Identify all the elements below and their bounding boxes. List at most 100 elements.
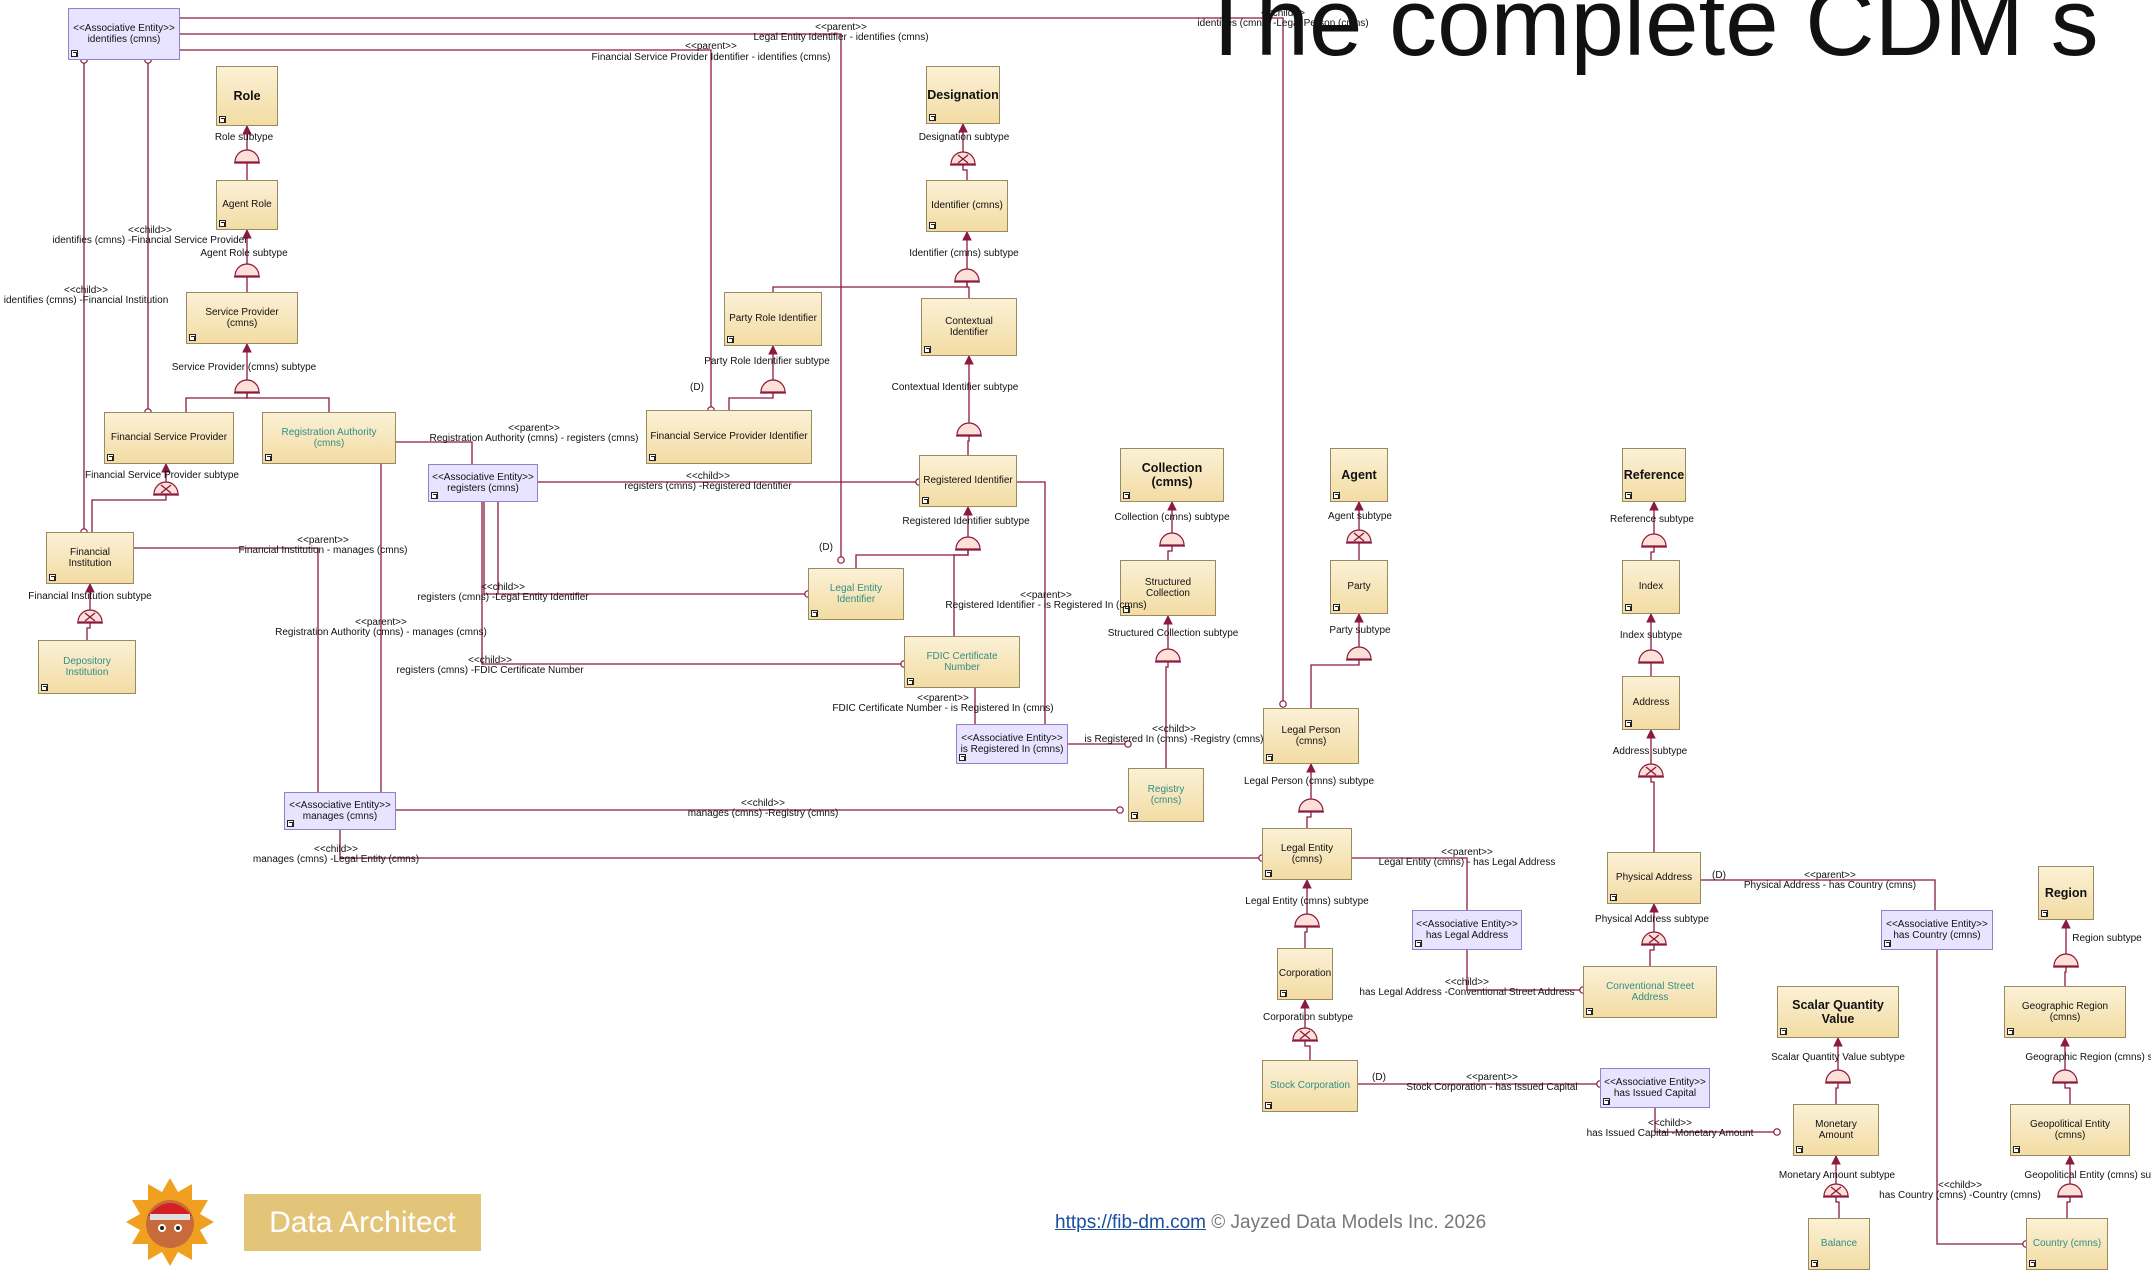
entity-label: Geographic Region (cmns) xyxy=(2021,1000,2109,1024)
entity-balance[interactable]: Balance xyxy=(1808,1218,1870,1270)
entity-country-cmns[interactable]: Country (cmns) xyxy=(2026,1218,2108,1270)
entity-reference[interactable]: Reference xyxy=(1622,448,1686,502)
entity-fdic-certificate-number[interactable]: FDIC Certificate Number xyxy=(904,636,1020,688)
entity-collection-cmns[interactable]: Collection (cmns) xyxy=(1120,448,1224,502)
entity-label: <<Associative Entity>> has Legal Address xyxy=(1416,918,1518,942)
arrow-head-icon xyxy=(1354,500,1364,511)
link-shortcut-icon xyxy=(924,346,931,353)
entity-label: Geopolitical Entity (cmns) xyxy=(2029,1118,2111,1142)
entity-label: Legal Entity (cmns) xyxy=(1280,842,1334,866)
link-shortcut-icon xyxy=(727,336,734,343)
relationship-label: Geopolitical Entity (cmns) subtype xyxy=(2024,1170,2151,1181)
entity-address[interactable]: Address xyxy=(1622,676,1680,730)
relationship-label: Geographic Region (cmns) subtype xyxy=(2025,1052,2151,1063)
relationship-label: <<child>> xyxy=(481,582,525,593)
connector-line xyxy=(967,436,970,455)
footer-link[interactable]: https://fib-dm.com xyxy=(1055,1212,1206,1233)
entity-assoc-identifies-cmns[interactable]: <<Associative Entity>> identifies (cmns) xyxy=(68,8,180,60)
entity-financial-institution[interactable]: Financial Institution xyxy=(46,532,134,584)
link-shortcut-icon xyxy=(1603,1098,1610,1105)
link-shortcut-icon xyxy=(219,220,226,227)
entity-conventional-street-address[interactable]: Conventional Street Address xyxy=(1583,966,1717,1018)
relationship-label: Financial Institution - manages (cmns) xyxy=(238,545,408,556)
relationship-label: Agent subtype xyxy=(1328,511,1392,522)
entity-assoc-registers-cmns[interactable]: <<Associative Entity>> registers (cmns) xyxy=(428,464,538,502)
arrow-head-icon xyxy=(1649,500,1659,511)
entity-registry-cmns[interactable]: Registry (cmns) xyxy=(1128,768,1204,822)
entity-legal-person-cmns[interactable]: Legal Person (cmns) xyxy=(1263,708,1359,764)
entity-assoc-has-legal-address[interactable]: <<Associative Entity>> has Legal Address xyxy=(1412,910,1522,950)
arrow-head-icon xyxy=(242,124,252,135)
subtype-symbol-icon xyxy=(1298,798,1324,812)
link-shortcut-icon xyxy=(1780,1028,1787,1035)
exclusive-marker-icon xyxy=(160,484,172,494)
relationship-label: Index subtype xyxy=(1619,630,1683,641)
entity-region[interactable]: Region xyxy=(2038,866,2094,920)
connector-line xyxy=(1936,950,2026,1245)
connector-line xyxy=(1835,1197,1840,1218)
relationship-label: Identifier (cmns) subtype xyxy=(909,248,1019,259)
entity-financial-service-provider[interactable]: Financial Service Provider xyxy=(104,412,234,464)
entity-registration-authority-cmns[interactable]: Registration Authority (cmns) xyxy=(262,412,396,464)
subtype-symbol-icon xyxy=(1823,1183,1849,1197)
entity-assoc-has-issued-capital[interactable]: <<Associative Entity>> has Issued Capita… xyxy=(1600,1068,1710,1108)
entity-financial-service-provider-identifier[interactable]: Financial Service Provider Identifier xyxy=(646,410,812,464)
entity-contextual-identifier[interactable]: Contextual Identifier xyxy=(921,298,1017,356)
entity-agent-role[interactable]: Agent Role xyxy=(216,180,278,230)
entity-structured-collection[interactable]: Structured Collection xyxy=(1120,560,1216,616)
relationship-label: Contextual Identifier subtype xyxy=(891,382,1019,393)
entity-identifier-cmns[interactable]: Identifier (cmns) xyxy=(926,180,1008,232)
entity-legal-entity-cmns[interactable]: Legal Entity (cmns) xyxy=(1262,828,1352,880)
relationship-label: (D) xyxy=(690,382,704,393)
entity-depository-institution[interactable]: Depository Institution xyxy=(38,640,136,694)
connector-line xyxy=(1654,1108,1777,1133)
relationship-label: Legal Entity (cmns) - has Legal Address xyxy=(1378,857,1556,868)
connector-line xyxy=(1701,879,1936,910)
entity-scalar-quantity-value[interactable]: Scalar Quantity Value xyxy=(1777,986,1899,1038)
entity-designation[interactable]: Designation xyxy=(926,66,1000,124)
link-shortcut-icon xyxy=(189,334,196,341)
link-shortcut-icon xyxy=(649,454,656,461)
relationship-label: <<parent>> xyxy=(297,535,349,546)
entity-label: Legal Entity Identifier xyxy=(829,582,883,606)
entity-label: Designation xyxy=(927,87,999,102)
relationship-label: <<child>> xyxy=(468,655,512,666)
connector-line xyxy=(1306,812,1312,828)
relationship-label: <<parent>> xyxy=(1020,590,1072,601)
subtype-symbol-icon xyxy=(1638,649,1664,663)
entity-role[interactable]: Role xyxy=(216,66,278,126)
relationship-label: is Registered In (cmns) -Registry (cmns) xyxy=(1084,734,1264,745)
entity-geopolitical-entity-cmns[interactable]: Geopolitical Entity (cmns) xyxy=(2010,1104,2130,1156)
relationship-label: Address subtype xyxy=(1612,746,1688,757)
entity-label: Monetary Amount xyxy=(1815,1118,1857,1142)
entity-assoc-manages-cmns[interactable]: <<Associative Entity>> manages (cmns) xyxy=(284,792,396,830)
entity-monetary-amount[interactable]: Monetary Amount xyxy=(1793,1104,1879,1156)
entity-assoc-has-country-cmns[interactable]: <<Associative Entity>> has Country (cmns… xyxy=(1881,910,1993,950)
entity-assoc-is-registered-in-cmns[interactable]: <<Associative Entity>> is Registered In … xyxy=(956,724,1068,764)
relationship-label: Legal Entity Identifier - identifies (cm… xyxy=(753,32,929,43)
entity-corporation[interactable]: Corporation xyxy=(1277,948,1333,1000)
entity-party-role-identifier[interactable]: Party Role Identifier xyxy=(724,292,822,346)
entity-service-provider-cmns[interactable]: Service Provider (cmns) xyxy=(186,292,298,344)
relationship-label: Service Provider (cmns) subtype xyxy=(171,362,317,373)
relationship-label: <<child>> xyxy=(1938,1180,1982,1191)
arrow-head-icon xyxy=(1167,500,1177,511)
entity-label: Stock Corporation xyxy=(1269,1080,1351,1092)
relationship-label: <<child>> xyxy=(686,471,730,482)
subtype-symbol-icon xyxy=(1159,532,1185,546)
entity-stock-corporation[interactable]: Stock Corporation xyxy=(1262,1060,1358,1112)
subtype-symbol-icon xyxy=(1292,1027,1318,1041)
relationship-label: identifies (cmns) -Legal Person (cmns) xyxy=(1197,18,1369,29)
entity-registered-identifier[interactable]: Registered Identifier xyxy=(919,455,1017,507)
entity-agent[interactable]: Agent xyxy=(1330,448,1388,502)
relationship-label: Monetary Amount subtype xyxy=(1778,1170,1896,1181)
relationship-label: Registered Identifier - is Registered In… xyxy=(945,600,1147,611)
relationship-label: Physical Address subtype xyxy=(1595,914,1709,925)
entity-legal-entity-identifier[interactable]: Legal Entity Identifier xyxy=(808,568,904,620)
entity-geographic-region-cmns[interactable]: Geographic Region (cmns) xyxy=(2004,986,2126,1038)
entity-party[interactable]: Party xyxy=(1330,560,1388,614)
exclusive-marker-icon xyxy=(957,154,969,164)
entity-index[interactable]: Index xyxy=(1622,560,1680,614)
entity-physical-address[interactable]: Physical Address xyxy=(1607,852,1701,904)
